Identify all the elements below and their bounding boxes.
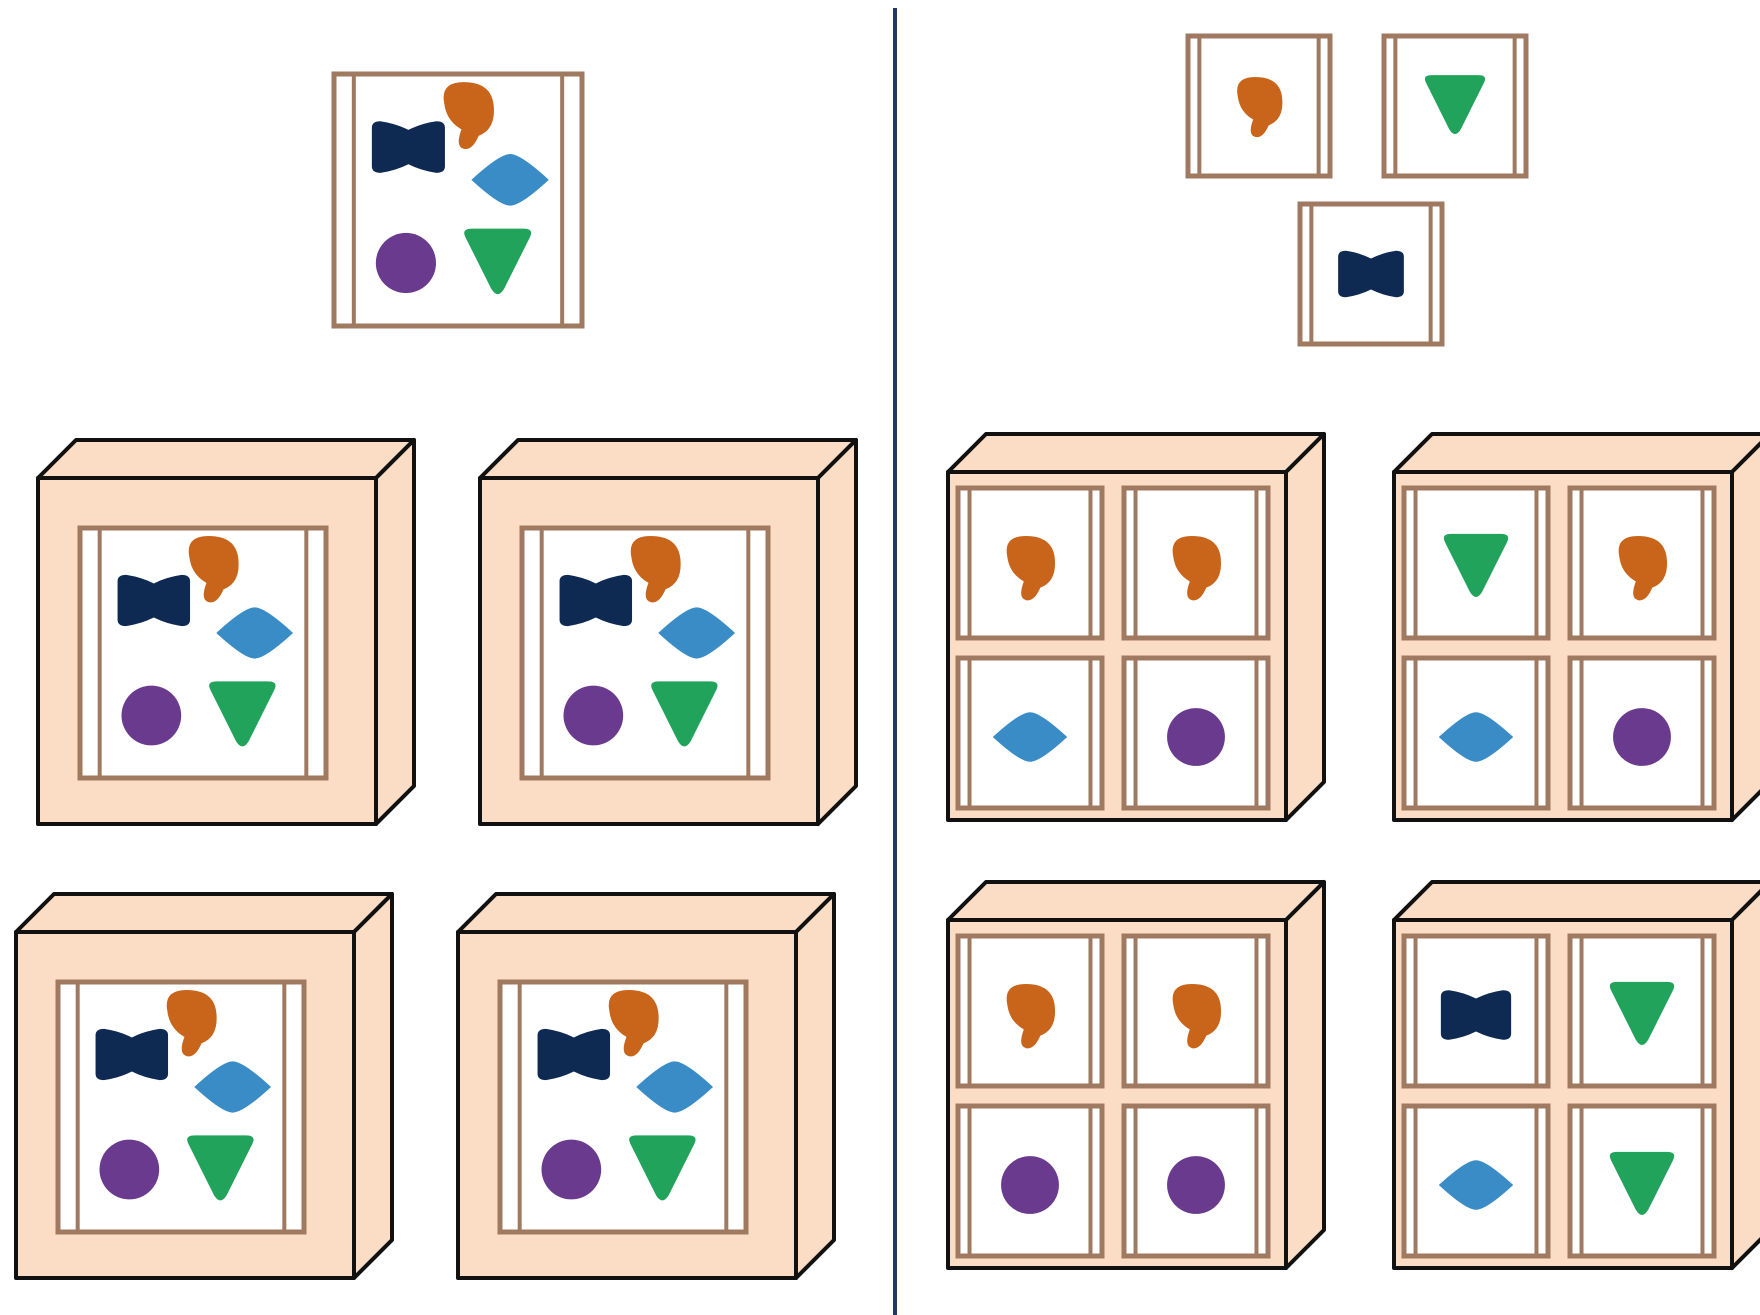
grid-card: [1121, 1103, 1271, 1259]
orange-blob-icon: [1172, 984, 1222, 1049]
purple-circle-icon: [1001, 1156, 1059, 1214]
box-side: [1284, 432, 1326, 822]
box-top: [1392, 432, 1760, 474]
navy-bowtie-icon: [559, 574, 633, 627]
orange-blob-icon: [630, 536, 681, 603]
navy-bowtie-icon: [117, 574, 191, 627]
box-top: [946, 880, 1326, 922]
blue-diamond-icon: [1438, 712, 1514, 762]
green-triangle-icon: [1609, 981, 1675, 1045]
grid-card: [1401, 933, 1551, 1089]
shape-card: [497, 979, 749, 1235]
grid-card: [1121, 655, 1271, 811]
grid-card: [1567, 485, 1717, 641]
purple-circle-icon: [563, 685, 624, 746]
single-card: [1185, 33, 1333, 179]
blue-diamond-icon: [471, 154, 549, 206]
grid-card: [955, 485, 1105, 641]
navy-bowtie-icon: [371, 121, 445, 173]
navy-bowtie-icon: [95, 1028, 169, 1081]
shape-card: [77, 525, 329, 781]
orange-blob-icon: [166, 990, 217, 1057]
grid-card: [1567, 933, 1717, 1089]
green-triangle-icon: [1443, 533, 1509, 597]
left-box: [36, 438, 416, 826]
shape-card: [331, 71, 585, 329]
single-card: [1297, 201, 1445, 347]
right-box: [946, 880, 1326, 1270]
grid-card: [1401, 485, 1551, 641]
blue-diamond-icon: [636, 1061, 714, 1113]
box-top: [1392, 880, 1760, 922]
box-top: [36, 438, 416, 480]
blue-diamond-icon: [216, 607, 294, 659]
green-triangle-icon: [1424, 75, 1486, 135]
shape-card: [519, 525, 771, 781]
green-triangle-icon: [187, 1135, 254, 1201]
orange-blob-icon: [1006, 984, 1056, 1049]
box-side: [1730, 889, 1760, 1270]
box-side: [374, 438, 416, 826]
grid-card: [955, 933, 1105, 1089]
box-side: [794, 892, 836, 1280]
right-box: [1392, 880, 1760, 1270]
box-side: [352, 892, 394, 1280]
grid-card: [955, 655, 1105, 811]
orange-blob-icon: [188, 536, 239, 603]
grid-card: [1401, 1103, 1551, 1259]
orange-blob-icon: [1172, 536, 1222, 601]
green-triangle-icon: [464, 228, 532, 295]
left-box: [456, 892, 836, 1280]
navy-bowtie-icon: [1440, 990, 1512, 1040]
grid-card: [1121, 933, 1271, 1089]
grid-card: [955, 1103, 1105, 1259]
left-panel: [14, 71, 858, 1280]
box-top: [946, 432, 1326, 474]
box-side: [1284, 880, 1326, 1270]
orange-blob-icon: [443, 82, 494, 149]
purple-circle-icon: [375, 232, 437, 294]
grid-card: [1567, 1103, 1717, 1259]
right-box: [946, 432, 1326, 822]
grid-card: [1567, 655, 1717, 811]
blue-diamond-icon: [658, 607, 736, 659]
grid-card: [1401, 655, 1551, 811]
left-box: [478, 438, 858, 826]
purple-circle-icon: [1613, 708, 1671, 766]
green-triangle-icon: [209, 681, 276, 747]
purple-circle-icon: [541, 1139, 602, 1200]
blue-diamond-icon: [194, 1061, 272, 1113]
green-triangle-icon: [629, 1135, 696, 1201]
orange-blob-icon: [1618, 536, 1668, 601]
right-box: [1392, 432, 1760, 822]
purple-circle-icon: [1167, 1156, 1225, 1214]
left-box: [14, 892, 394, 1280]
orange-blob-icon: [608, 990, 659, 1057]
shape-card: [55, 979, 307, 1235]
box-side: [816, 438, 858, 826]
purple-circle-icon: [121, 685, 182, 746]
blue-diamond-icon: [1438, 1160, 1514, 1210]
navy-bowtie-icon: [537, 1028, 611, 1081]
grid-card: [1121, 485, 1271, 641]
right-panel: [946, 33, 1760, 1270]
purple-circle-icon: [99, 1139, 160, 1200]
orange-blob-icon: [1006, 536, 1056, 601]
blue-diamond-icon: [992, 712, 1068, 762]
navy-bowtie-icon: [1338, 250, 1404, 298]
box-side: [1730, 441, 1760, 822]
green-triangle-icon: [651, 681, 718, 747]
box-top: [478, 438, 858, 480]
box-top: [14, 892, 394, 934]
box-top: [456, 892, 836, 934]
single-card: [1381, 33, 1529, 179]
green-triangle-icon: [1609, 1151, 1675, 1215]
purple-circle-icon: [1167, 708, 1225, 766]
orange-blob-icon: [1237, 77, 1283, 138]
